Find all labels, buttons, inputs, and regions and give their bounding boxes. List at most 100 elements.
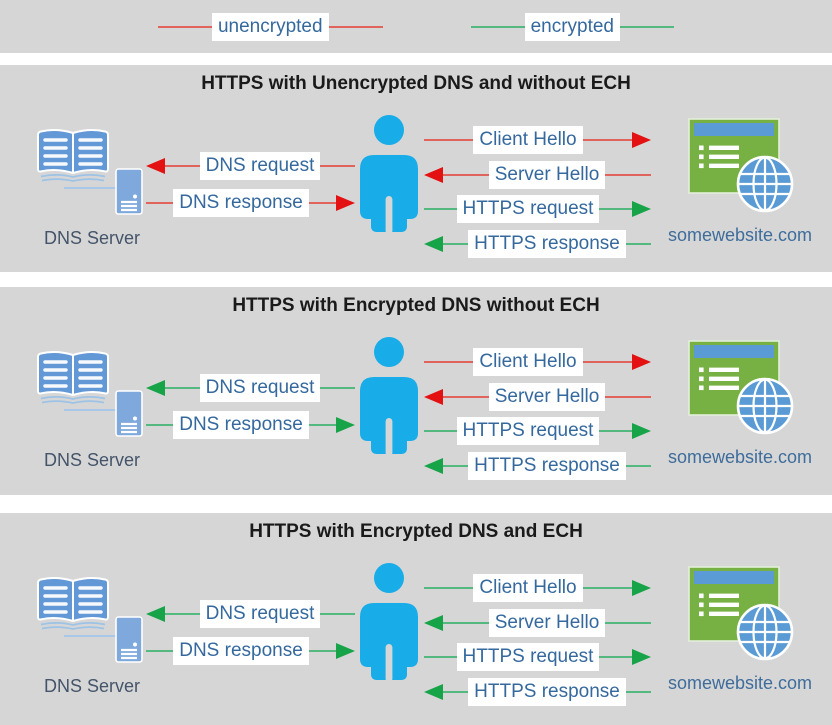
arrow-https-response: HTTPS response — [424, 451, 652, 481]
arrow-line — [599, 208, 632, 210]
arrow-label: HTTPS request — [456, 643, 600, 671]
arrow-line — [582, 139, 632, 141]
website-label: somewebsite.com — [667, 673, 813, 693]
arrow-line — [443, 690, 469, 693]
server-icon — [115, 168, 143, 215]
dns-arrows: DNS request DNS response — [146, 373, 355, 440]
dns-arrows: DNS request DNS response — [146, 599, 355, 666]
arrow-https-request: HTTPS request — [424, 194, 651, 224]
arrow-label: HTTPS response — [468, 229, 626, 258]
arrow-line — [165, 165, 200, 167]
arrow-line — [605, 621, 652, 624]
arrow-dns-request: DNS request — [146, 151, 355, 181]
arrow-label: DNS request — [199, 374, 321, 402]
arrow-label: Client Hello — [473, 126, 583, 154]
https-arrows: Client Hello Server Hello HTTPS request … — [424, 573, 652, 707]
arrow-line — [599, 430, 632, 432]
dns-server-icon — [36, 573, 148, 685]
arrow-line — [165, 613, 200, 615]
https-arrows: Client Hello Server Hello HTTPS request … — [424, 347, 652, 481]
browser-globe-icon — [688, 340, 794, 435]
diagram-panels: HTTPS with Unencrypted DNS and without E… — [0, 65, 832, 725]
connector-line — [64, 409, 116, 411]
dns-server-label: DNS Server — [43, 676, 141, 696]
arrow-line — [582, 587, 632, 589]
arrow-line — [424, 139, 474, 141]
arrow-label: Client Hello — [473, 574, 583, 602]
server-icon — [115, 390, 143, 437]
legend-label: unencrypted — [211, 12, 329, 41]
arrowhead-right-icon — [336, 643, 355, 659]
panel-title: HTTPS with Unencrypted DNS and without E… — [201, 73, 631, 94]
arrow-label: DNS request — [199, 600, 321, 628]
arrow-label: HTTPS response — [468, 677, 626, 706]
arrow-label: Server Hello — [488, 382, 606, 411]
book-icon — [37, 351, 109, 404]
dns-server-label: DNS Server — [43, 450, 141, 470]
arrow-line — [320, 165, 355, 167]
arrow-https-request: HTTPS request — [424, 642, 651, 672]
arrowhead-right-icon — [632, 201, 651, 217]
arrow-line — [424, 430, 457, 432]
arrow-dns-request: DNS request — [146, 599, 355, 629]
arrow-https-request: HTTPS request — [424, 416, 651, 446]
arrow-dns-response: DNS response — [146, 188, 355, 218]
arrowhead-right-icon — [336, 195, 355, 211]
browser-globe-icon — [688, 566, 794, 661]
dns-arrows: DNS request DNS response — [146, 151, 355, 218]
arrow-label: Client Hello — [473, 348, 583, 376]
arrowhead-right-icon — [632, 132, 651, 148]
arrow-label: DNS response — [173, 411, 309, 439]
https-arrows: Client Hello Server Hello HTTPS request … — [424, 125, 652, 259]
website-label: somewebsite.com — [667, 225, 813, 245]
arrow-client-hello: Client Hello — [424, 125, 651, 155]
arrow-https-response: HTTPS response — [424, 677, 652, 707]
legend-line-icon — [328, 25, 383, 28]
arrow-label: DNS response — [173, 189, 309, 217]
arrowhead-right-icon — [336, 417, 355, 433]
legend-bar: unencrypted encrypted — [0, 0, 832, 53]
legend-line-icon — [470, 25, 525, 28]
server-icon — [115, 616, 143, 663]
legend-line-icon — [157, 25, 212, 28]
panel-title: HTTPS with Encrypted DNS without ECH — [232, 295, 600, 316]
arrow-line — [424, 587, 474, 589]
arrow-line — [320, 613, 355, 615]
dns-server-icon — [36, 347, 148, 459]
diagram-panel-2: HTTPS with Encrypted DNS without ECH DNS… — [0, 287, 832, 495]
arrowhead-left-icon — [146, 158, 165, 174]
arrow-line — [443, 395, 489, 398]
book-icon — [37, 577, 109, 630]
arrow-line — [605, 173, 652, 176]
arrow-line — [443, 464, 469, 467]
panel-title: HTTPS with Encrypted DNS and ECH — [249, 521, 583, 542]
diagram-panel-3: HTTPS with Encrypted DNS and ECH DNS Ser… — [0, 513, 832, 725]
person-icon — [360, 115, 418, 232]
arrowhead-right-icon — [632, 580, 651, 596]
legend-encrypted: encrypted — [470, 12, 675, 41]
website-icon — [688, 566, 795, 667]
arrow-label: HTTPS request — [456, 195, 600, 223]
arrow-server-hello: Server Hello — [424, 382, 652, 412]
connector-line — [64, 635, 116, 637]
arrowhead-left-icon — [424, 388, 443, 405]
arrow-client-hello: Client Hello — [424, 573, 651, 603]
browser-globe-icon — [688, 118, 794, 213]
arrow-label: Server Hello — [488, 608, 606, 637]
arrowhead-left-icon — [424, 235, 443, 252]
arrow-line — [308, 202, 336, 204]
dns-server-icon — [36, 125, 148, 237]
arrow-line — [308, 424, 336, 426]
arrow-line — [625, 242, 652, 245]
book-icon — [37, 129, 109, 182]
arrow-line — [443, 173, 489, 176]
arrow-line — [146, 424, 174, 426]
arrow-line — [625, 690, 652, 693]
website-icon — [688, 340, 795, 441]
arrow-line — [443, 621, 489, 624]
arrow-label: DNS response — [173, 637, 309, 665]
website-icon — [688, 118, 795, 219]
arrow-line — [424, 361, 474, 363]
arrowhead-left-icon — [424, 457, 443, 474]
arrow-line — [443, 242, 469, 245]
